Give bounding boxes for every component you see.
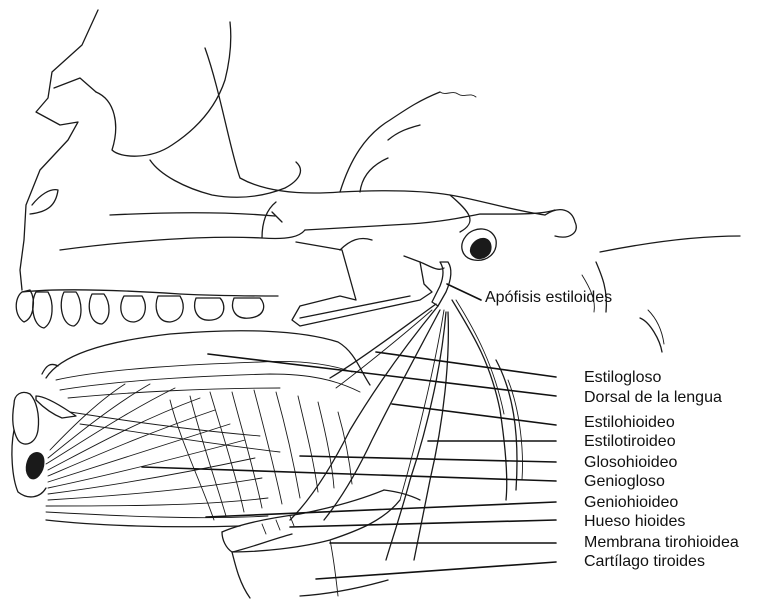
skull-outline [20,10,576,290]
upper-teeth [16,290,278,328]
label-estilotiroideo: Estilotiroideo [584,433,676,451]
label-cartilago-tiroides: Cartílago tiroides [584,553,705,571]
label-apofisis-estiloides: Apófisis estiloides [485,289,612,307]
label-estilogloso: Estilogloso [584,369,661,387]
leader-cartilago [316,562,556,579]
neck-outline [496,236,740,490]
lower-jaw-front [12,364,76,497]
label-hueso-hioides: Hueso hioides [584,513,685,531]
leader-dorsal [208,354,556,396]
leader-geniogloso [142,467,556,481]
tongue [46,331,370,398]
leader-hueso-hioides [290,520,556,527]
leader-geniohioideo [206,502,556,517]
leader-estilohioideo [392,404,556,425]
label-geniohioideo: Geniohioideo [584,494,678,512]
label-dorsal-de-la-lengua: Dorsal de la lengua [584,389,722,407]
mandible [292,238,444,326]
label-membrana-tirohioidea: Membrana tirohioidea [584,534,739,552]
label-estilohioideo: Estilohioideo [584,414,675,432]
label-glosohioideo: Glosohioideo [584,454,677,472]
styloid-muscles [290,300,507,560]
leader-estilogloso [376,352,556,377]
leader-apofisis [447,284,481,300]
label-geniogloso: Geniogloso [584,473,665,491]
